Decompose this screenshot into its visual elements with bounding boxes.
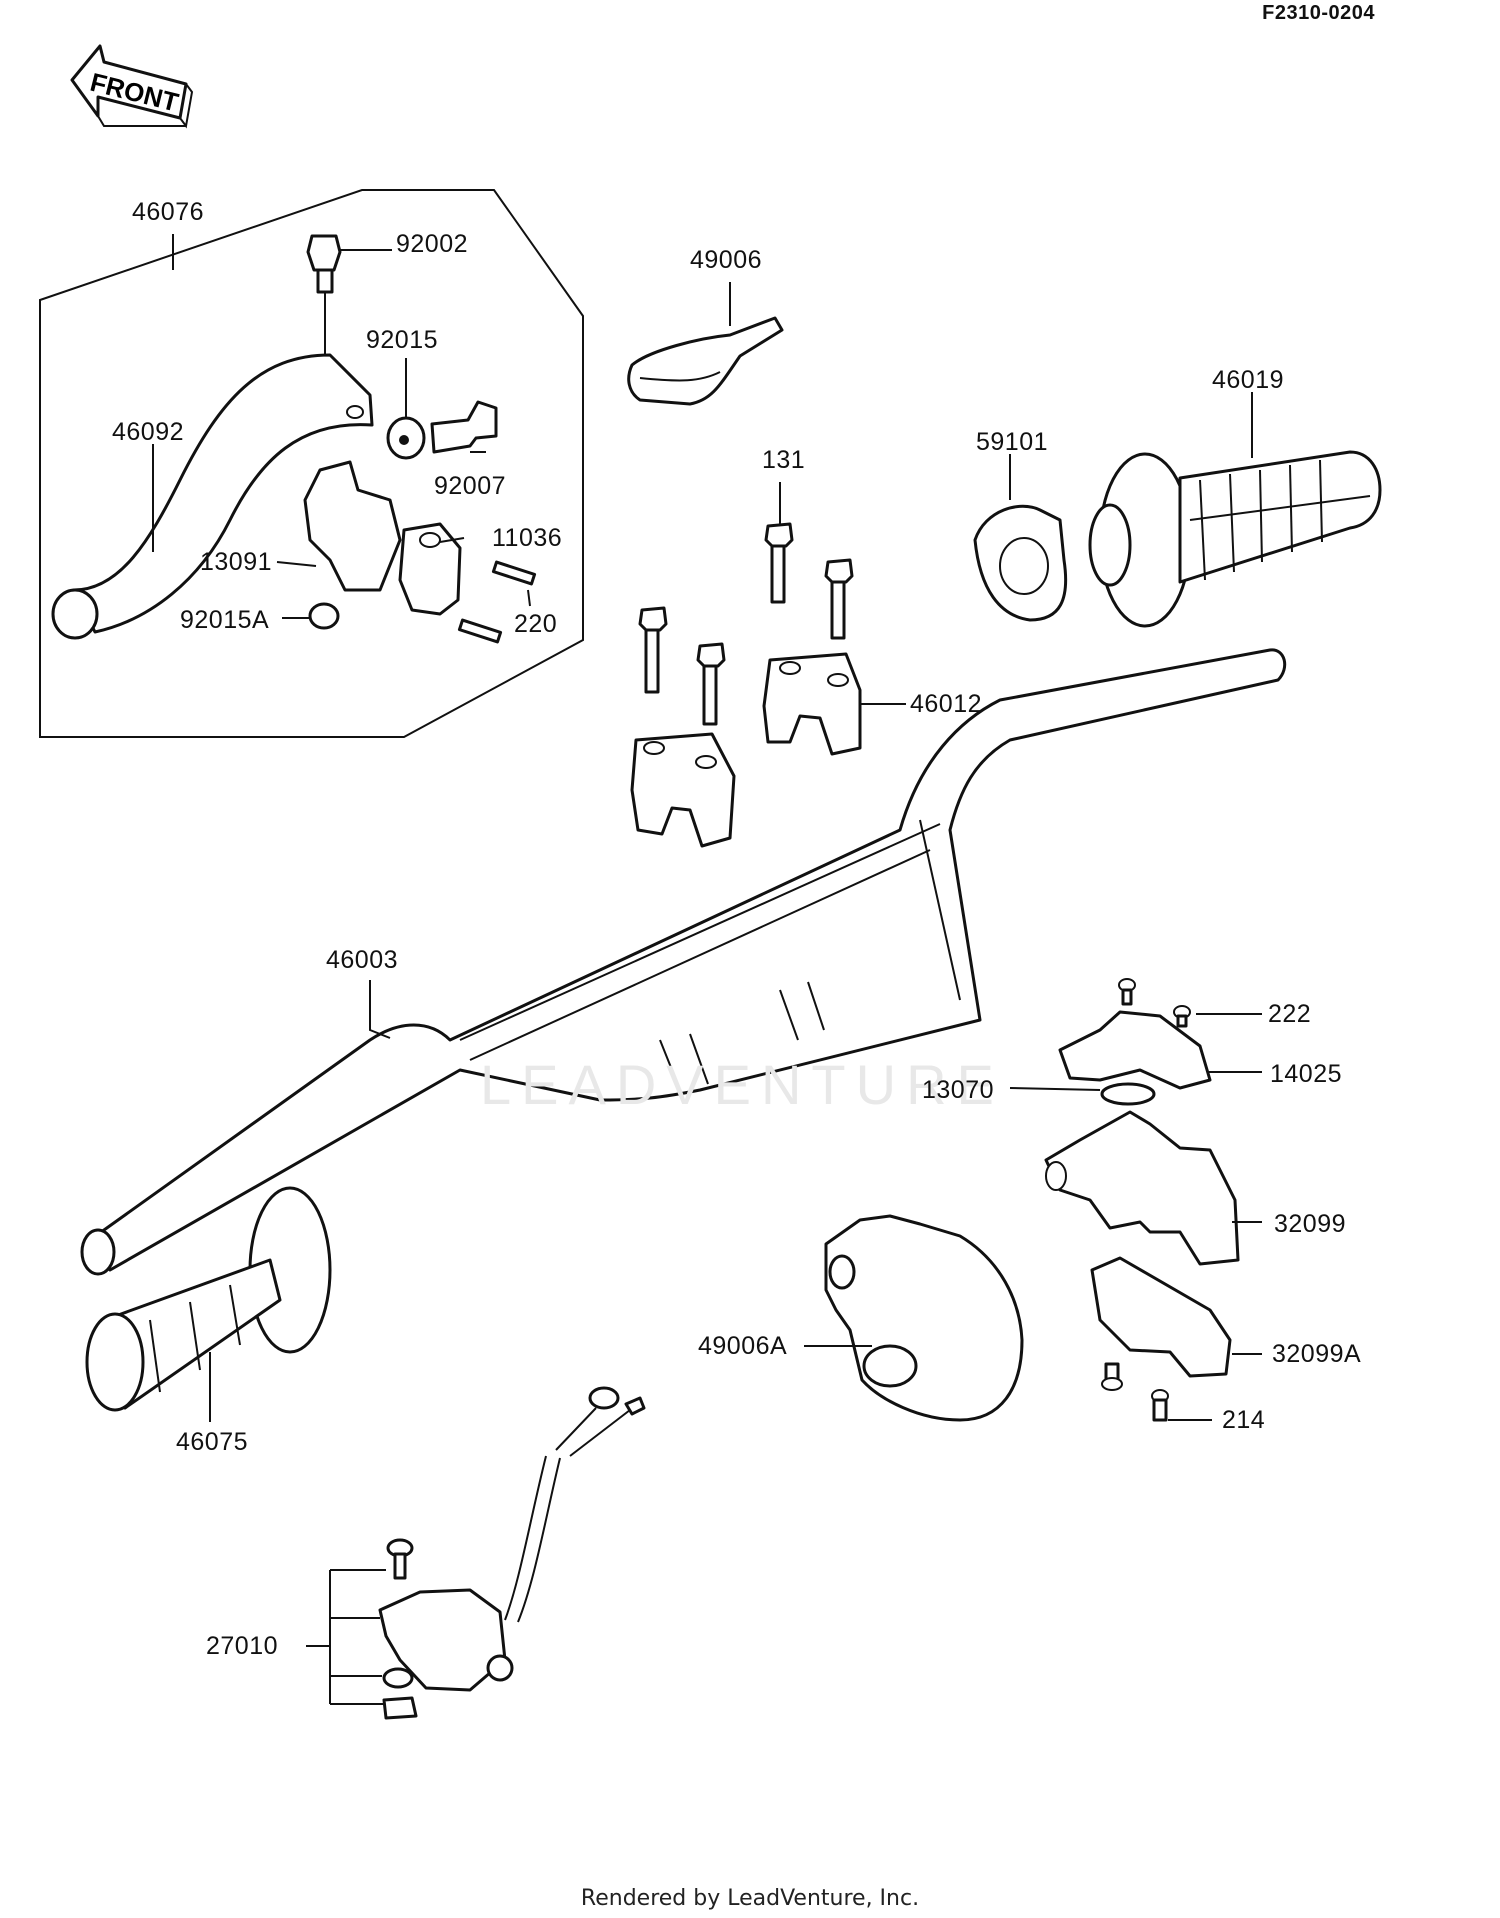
pivot-bolt: [306, 234, 342, 420]
footer-credit: Rendered by LeadVenture, Inc.: [580, 1886, 920, 1911]
leader-lines: [152, 234, 1262, 1705]
part-label-49006A[interactable]: 49006A: [698, 1332, 788, 1360]
part-label-46003[interactable]: 46003: [326, 946, 399, 974]
throttle-grip: [1088, 450, 1382, 628]
throttle-housing-lower: [1090, 1256, 1232, 1422]
part-label-220[interactable]: 220: [514, 610, 558, 638]
part-label-32099A[interactable]: 32099A: [1272, 1340, 1362, 1368]
part-label-13070[interactable]: 13070: [922, 1076, 995, 1104]
part-label-214[interactable]: 214: [1222, 1406, 1266, 1434]
part-label-46019[interactable]: 46019: [1212, 366, 1285, 394]
part-label-92007[interactable]: 92007: [434, 472, 507, 500]
part-label-11036[interactable]: 11036: [492, 524, 563, 552]
throttle-housing-top: [1058, 978, 1212, 1106]
handlebar: [80, 648, 1287, 1276]
handlebar-clamps: [630, 652, 862, 848]
part-label-46075[interactable]: 46075: [176, 1428, 249, 1456]
front-arrow-icon: FRONT: [70, 44, 194, 129]
part-label-49006[interactable]: 49006: [690, 246, 763, 274]
part-label-46076[interactable]: 46076: [132, 198, 205, 226]
lever-holder: [303, 460, 537, 644]
clamp-bolts: [638, 522, 854, 726]
lever-assembly-outline: [39, 189, 584, 738]
part-label-14025[interactable]: 14025: [1270, 1060, 1343, 1088]
part-label-13091[interactable]: 13091: [200, 548, 273, 576]
grip-protector: [824, 1214, 1024, 1422]
watermark: LEADVENTURE: [480, 1053, 1004, 1116]
left-grip: [85, 1186, 332, 1412]
part-label-59101[interactable]: 59101: [976, 428, 1049, 456]
part-label-92002[interactable]: 92002: [396, 230, 469, 258]
part-label-92015[interactable]: 92015: [366, 326, 439, 354]
adjuster: [386, 400, 498, 460]
part-label-92015A[interactable]: 92015A: [180, 606, 270, 634]
part-label-27010[interactable]: 27010: [206, 1632, 279, 1660]
diagram-code: F2310-0204: [1262, 2, 1375, 24]
part-label-46012[interactable]: 46012: [910, 690, 983, 718]
throttle-pulley: [973, 504, 1068, 622]
part-label-222[interactable]: 222: [1268, 1000, 1312, 1028]
grip-cover: [627, 316, 784, 406]
throttle-housing: [1044, 1110, 1240, 1266]
part-label-32099[interactable]: 32099: [1274, 1210, 1347, 1238]
kill-switch: [378, 1386, 646, 1720]
part-label-131[interactable]: 131: [762, 446, 806, 474]
clutch-lever: [51, 353, 374, 640]
part-label-46092[interactable]: 46092: [112, 418, 185, 446]
